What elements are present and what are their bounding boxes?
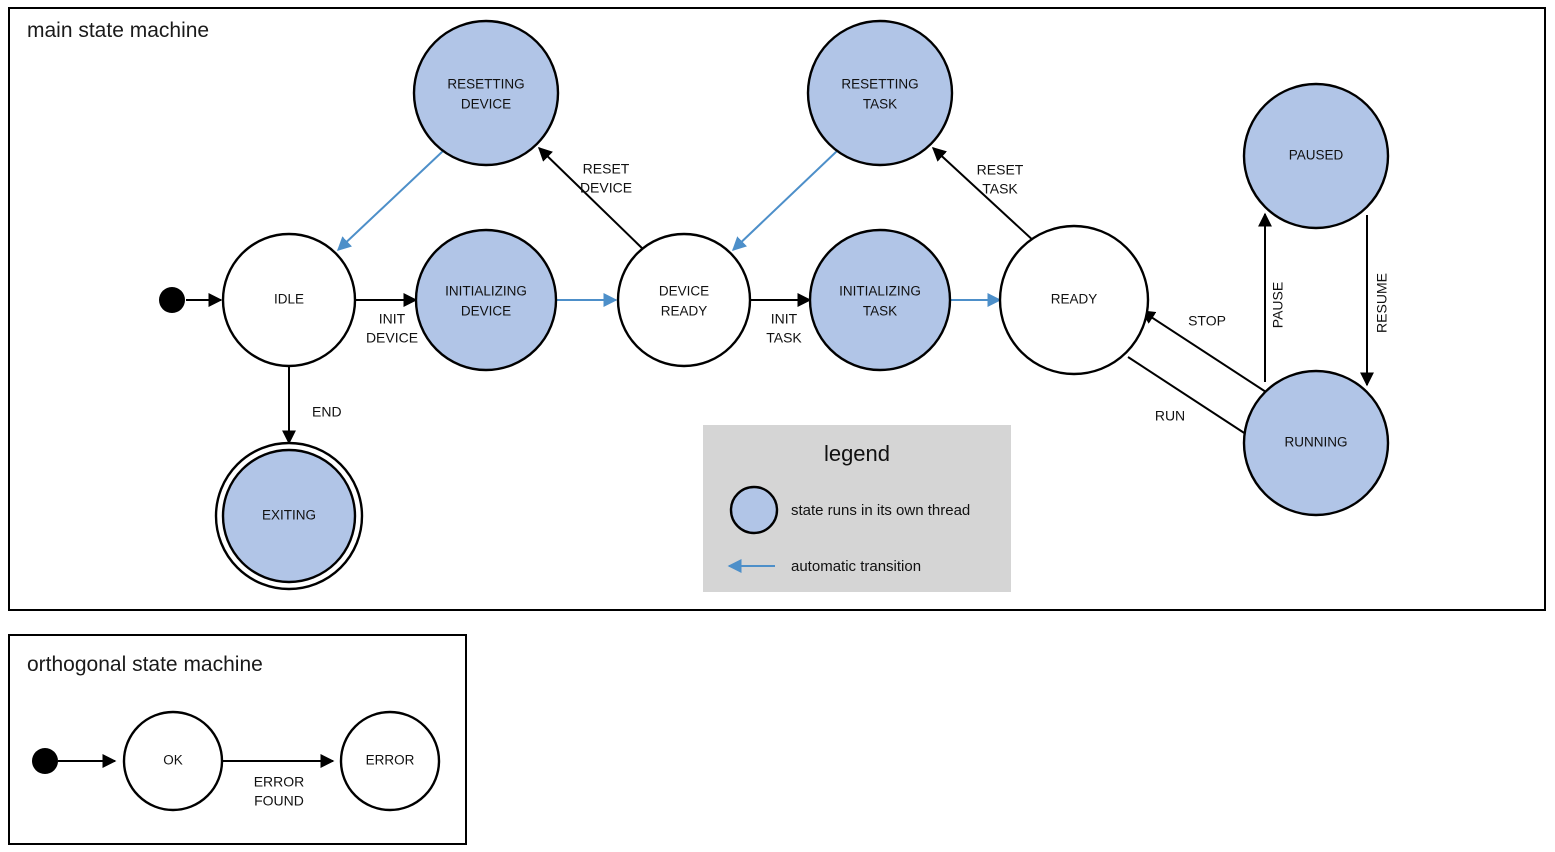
edge-resetting-device-to-idle <box>336 150 444 251</box>
initial-state-dot-orthogonal <box>32 748 58 774</box>
orthogonal-frame-title: orthogonal state machine <box>27 653 263 676</box>
initial-state-dot-main <box>159 287 185 313</box>
state-label-resetting-task-line2: TASK <box>863 97 897 112</box>
edge-label-reset-device-line2: DEVICE <box>580 180 632 196</box>
state-label-device-ready-line2: READY <box>661 304 708 319</box>
state-node-exiting[interactable]: EXITING <box>214 441 364 591</box>
edge-label-reset-task-line2: TASK <box>982 181 1018 197</box>
edge-label-init-task-line1: INIT <box>771 311 798 327</box>
state-label-initializing-task-line2: TASK <box>863 304 897 319</box>
edge-label-pause: PAUSE <box>1270 282 1286 328</box>
edge-label-init-device-line1: INIT <box>379 311 406 327</box>
state-label-resetting-device-line1: RESETTING <box>447 77 524 92</box>
edge-ready-to-running <box>1127 356 1260 443</box>
state-node-resetting-task[interactable]: RESETTING TASK <box>806 19 954 167</box>
state-label-device-ready-line1: DEVICE <box>659 284 709 299</box>
state-label-resetting-task-line1: RESETTING <box>841 77 918 92</box>
edge-label-error-found-line2: FOUND <box>254 793 304 809</box>
state-node-resetting-device[interactable]: RESETTING DEVICE <box>412 19 560 167</box>
state-label-paused: PAUSED <box>1289 148 1344 163</box>
state-label-ready: READY <box>1051 292 1098 307</box>
state-node-error[interactable]: ERROR <box>339 710 441 812</box>
state-label-idle: IDLE <box>274 292 304 307</box>
state-label-initializing-device-line2: DEVICE <box>461 304 511 319</box>
state-label-exiting: EXITING <box>262 508 316 523</box>
state-node-device-ready[interactable]: DEVICE READY <box>616 232 752 368</box>
edge-ready-to-resetting-task <box>931 147 1037 244</box>
edge-label-reset-device-line1: RESET <box>583 161 630 177</box>
state-label-error: ERROR <box>366 753 415 768</box>
edge-resetting-task-to-device-ready <box>731 150 838 251</box>
edge-label-end: END <box>312 404 342 420</box>
state-node-initializing-task[interactable]: INITIALIZING TASK <box>808 228 952 372</box>
main-frame-title: main state machine <box>27 19 209 42</box>
state-label-initializing-task-line1: INITIALIZING <box>839 284 921 299</box>
legend: legend state runs in its own thread auto… <box>703 425 1011 592</box>
edge-label-stop: STOP <box>1188 313 1226 329</box>
legend-auto-text: automatic transition <box>791 558 921 575</box>
legend-threaded-swatch <box>729 485 779 535</box>
edge-label-resume: RESUME <box>1374 273 1390 333</box>
edge-label-reset-task-line1: RESET <box>977 162 1024 178</box>
state-node-running[interactable]: RUNNING <box>1242 369 1390 517</box>
legend-threaded-text: state runs in its own thread <box>791 502 970 519</box>
state-node-paused[interactable]: PAUSED <box>1242 82 1390 230</box>
state-label-ok: OK <box>163 753 183 768</box>
state-label-resetting-device-line2: DEVICE <box>461 97 511 112</box>
legend-title: legend <box>824 441 890 466</box>
edge-device-ready-to-resetting-device <box>537 147 647 253</box>
edge-label-init-device-line2: DEVICE <box>366 330 418 346</box>
state-node-ready[interactable]: READY <box>998 224 1150 376</box>
edge-label-init-task-line2: TASK <box>766 330 802 346</box>
state-node-ok[interactable]: OK <box>122 710 224 812</box>
state-label-initializing-device-line1: INITIALIZING <box>445 284 527 299</box>
edge-label-run: RUN <box>1155 408 1185 424</box>
edge-running-to-ready <box>1140 310 1267 393</box>
edge-label-error-found-line1: ERROR <box>254 774 305 790</box>
state-node-idle[interactable]: IDLE <box>221 232 357 368</box>
state-label-running: RUNNING <box>1285 435 1348 450</box>
state-node-initializing-device[interactable]: INITIALIZING DEVICE <box>414 228 558 372</box>
